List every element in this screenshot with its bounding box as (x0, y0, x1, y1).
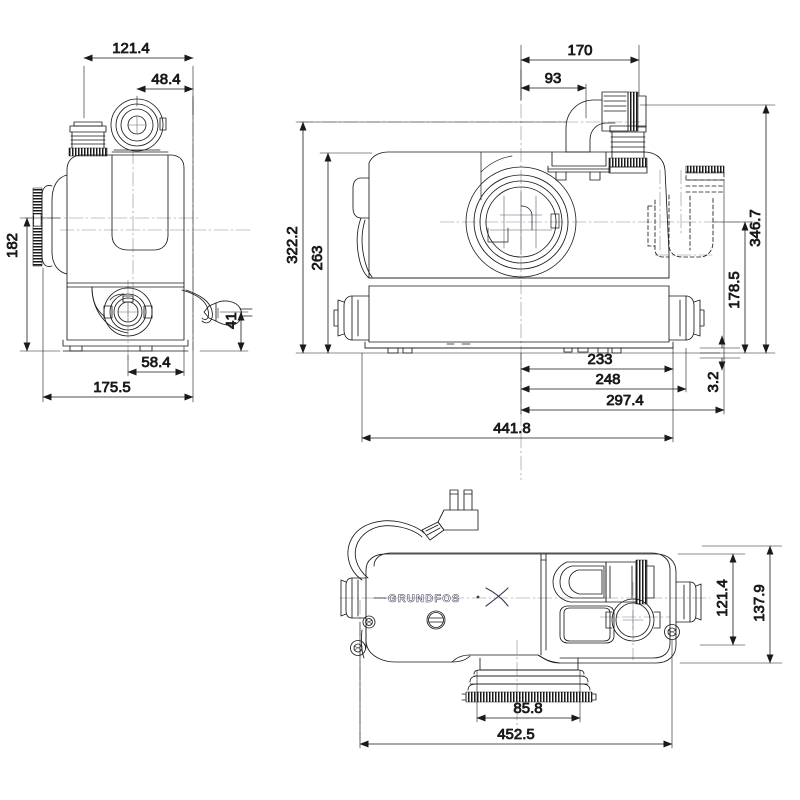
dim-121-4-plan: 121.4 (677, 553, 746, 646)
dim-263: 263 (309, 152, 373, 354)
dim-label-93: 93 (545, 70, 562, 87)
plan-view-body (365, 552, 677, 664)
dim-170: 170 (520, 42, 640, 101)
front-view-outlet-knurl (647, 165, 725, 258)
dim-452-5: 452.5 (359, 621, 673, 749)
front-view-side-flange-left (333, 295, 370, 341)
dim-175-5: 175.5 (42, 114, 194, 403)
plan-view: GRUNDFOS (339, 489, 783, 749)
front-view-body (364, 151, 674, 354)
dim-85-8: 85.8 (476, 669, 581, 723)
dim-label-441-8: 441.8 (493, 420, 531, 437)
dim-93: 93 (520, 70, 587, 119)
plan-view-power-cord (347, 489, 479, 581)
dim-label-182: 182 (4, 233, 21, 258)
left-view-body (41, 154, 189, 352)
left-view-pump-volute (91, 286, 153, 337)
dim-297-4: 297.4 (520, 179, 725, 415)
front-view: 170 93 322.2 263 (284, 42, 776, 481)
dim-label-170: 170 (567, 42, 592, 59)
dim-3-2: 3.2 (699, 335, 741, 393)
dim-346-7: 346.7 (639, 104, 776, 354)
dim-48-4: 48.4 (136, 71, 194, 116)
brand-label: GRUNDFOS (388, 593, 461, 605)
plan-view-top-port (552, 559, 655, 605)
left-view-outlet-housing (110, 98, 169, 251)
dim-322-2: 322.2 (284, 121, 721, 354)
dim-182: 182 (4, 217, 61, 352)
dim-233: 233 (520, 347, 674, 373)
dim-label-3-2: 3.2 (705, 372, 722, 393)
plan-view-left-flange (340, 577, 376, 659)
dim-label-346-7: 346.7 (747, 209, 764, 247)
dim-label-178-5: 178.5 (726, 271, 743, 309)
front-view-top-elbow (547, 91, 647, 181)
dim-label-121-4-plan: 121.4 (714, 579, 731, 617)
dim-label-58-4: 58.4 (141, 354, 170, 371)
left-view-vent-grille (32, 187, 43, 267)
dim-178-5: 178.5 (712, 221, 753, 354)
left-view-inlet-cuff (68, 121, 108, 157)
dim-441-8: 441.8 (361, 352, 674, 443)
dim-label-175-5: 175.5 (93, 379, 131, 396)
dim-label-48-4: 48.4 (151, 71, 180, 88)
dim-label-121-4: 121.4 (112, 40, 150, 57)
brand-x-mark (485, 587, 509, 607)
dim-label-233: 233 (587, 351, 612, 368)
dim-label-452-5: 452.5 (497, 726, 535, 743)
dim-label-85-8: 85.8 (513, 700, 542, 717)
left-view-power-cord (181, 289, 253, 326)
plan-view-brand-logo: GRUNDFOS (373, 587, 509, 630)
front-view-vertical-cuff (608, 125, 648, 174)
plan-view-round-port (605, 598, 661, 642)
front-view-inspection-port (465, 151, 577, 278)
plan-view-service-pad (559, 605, 615, 644)
plan-view-right-flange (664, 581, 702, 640)
dim-41: 41 (199, 311, 249, 352)
front-view-hidden-outlet (668, 171, 725, 258)
dim-label-322-2: 322.2 (284, 226, 301, 264)
left-view: 121.4 48.4 182 41 (4, 40, 253, 403)
dim-label-263: 263 (309, 245, 326, 270)
dim-label-248: 248 (595, 371, 620, 388)
dim-label-41: 41 (223, 312, 240, 329)
dim-137-9: 137.9 (679, 545, 783, 664)
dim-248: 248 (520, 347, 687, 393)
front-view-cord-entry (352, 177, 373, 279)
dim-58-4: 58.4 (127, 345, 185, 377)
front-view-side-flange-right (668, 295, 705, 341)
dim-label-297-4: 297.4 (606, 392, 644, 409)
dim-label-137-9: 137.9 (751, 584, 768, 622)
plan-view-bellows (451, 654, 597, 703)
